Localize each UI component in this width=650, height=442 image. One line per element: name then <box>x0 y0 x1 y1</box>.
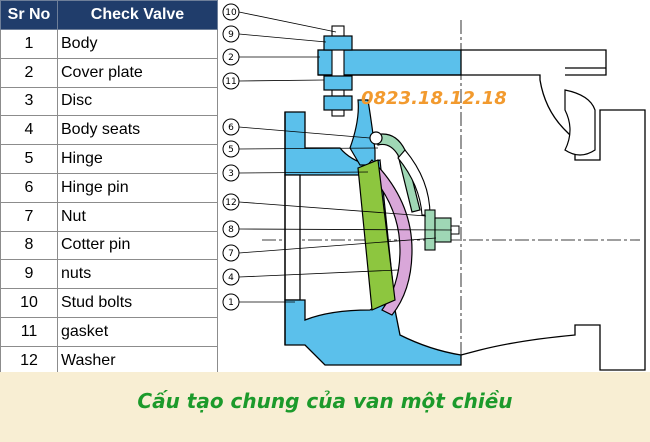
part-name: Body <box>57 29 218 59</box>
row-number: 10 <box>0 288 58 318</box>
callout-12: 12 <box>222 193 427 217</box>
row-number: 6 <box>0 172 58 203</box>
callout-3: 3 <box>222 164 369 182</box>
bottom-nut <box>323 95 353 111</box>
svg-text:6: 6 <box>228 123 234 133</box>
right-cover-hook <box>564 89 596 156</box>
body-seat-arch <box>349 99 376 166</box>
disc <box>357 159 396 311</box>
body-lower <box>284 299 462 366</box>
row-number: 9 <box>0 259 58 290</box>
svg-text:11: 11 <box>225 77 236 87</box>
table-header-row: Sr No Check Valve <box>0 0 218 30</box>
svg-text:12: 12 <box>225 198 236 208</box>
svg-text:7: 7 <box>228 249 234 259</box>
row-number: 1 <box>0 29 58 59</box>
hinge-arm <box>374 133 421 213</box>
svg-text:5: 5 <box>228 145 234 155</box>
right-body-outline <box>460 49 646 371</box>
caption: Cấu tạo chung của van một chiều <box>137 389 513 413</box>
callout-10: 10 <box>222 3 337 33</box>
callout-11: 11 <box>222 72 325 90</box>
row-number: 5 <box>0 144 58 174</box>
header-check-valve: Check Valve <box>57 0 218 30</box>
callout-7: 7 <box>222 237 437 262</box>
callout-label: 10 <box>225 8 237 18</box>
upper-nut <box>323 35 353 51</box>
callout-4: 4 <box>222 268 399 286</box>
watermark-phone: 0823.18.12.18 <box>361 88 507 109</box>
row-number: 2 <box>0 57 58 88</box>
callout-5: 5 <box>222 140 379 158</box>
body-bore-wall <box>284 174 301 301</box>
caption-bar <box>0 372 650 442</box>
row-number: 4 <box>0 115 58 146</box>
callout-9: 9 <box>222 25 327 43</box>
body-seats <box>364 159 413 316</box>
header-sr-no: Sr No <box>0 0 58 30</box>
part-name: Stud bolts <box>57 288 218 318</box>
part-name: Hinge <box>57 144 218 174</box>
lower-nut <box>323 75 353 91</box>
callout-6: 6 <box>222 118 371 139</box>
part-name: Cotter pin <box>57 230 218 261</box>
svg-text:9: 9 <box>228 30 234 40</box>
part-name: Body seats <box>57 115 218 146</box>
callout-8: 8 <box>222 220 453 238</box>
svg-text:8: 8 <box>228 225 234 235</box>
part-name: nuts <box>57 259 218 290</box>
svg-text:2: 2 <box>228 53 234 63</box>
part-name: Disc <box>57 86 218 117</box>
cotter-pin <box>450 225 460 235</box>
callout-1: 1 <box>222 293 295 311</box>
callout-2: 2 <box>222 48 320 66</box>
part-name: gasket <box>57 316 218 347</box>
row-number: 11 <box>0 316 58 347</box>
part-name: Cover plate <box>57 57 218 88</box>
part-name: Hinge pin <box>57 172 218 203</box>
part-name: Washer <box>57 345 218 376</box>
hinge-pin <box>369 131 383 145</box>
check-valve-diagram: 10 9 2 11 6 5 3 12 8 <box>222 3 646 371</box>
row-number: 12 <box>0 345 58 376</box>
row-number: 3 <box>0 86 58 117</box>
row-number: 8 <box>0 230 58 261</box>
svg-text:1: 1 <box>228 298 234 308</box>
svg-text:3: 3 <box>228 169 234 179</box>
row-number: 7 <box>0 201 58 232</box>
part-name: Nut <box>57 201 218 232</box>
svg-text:4: 4 <box>228 273 234 283</box>
